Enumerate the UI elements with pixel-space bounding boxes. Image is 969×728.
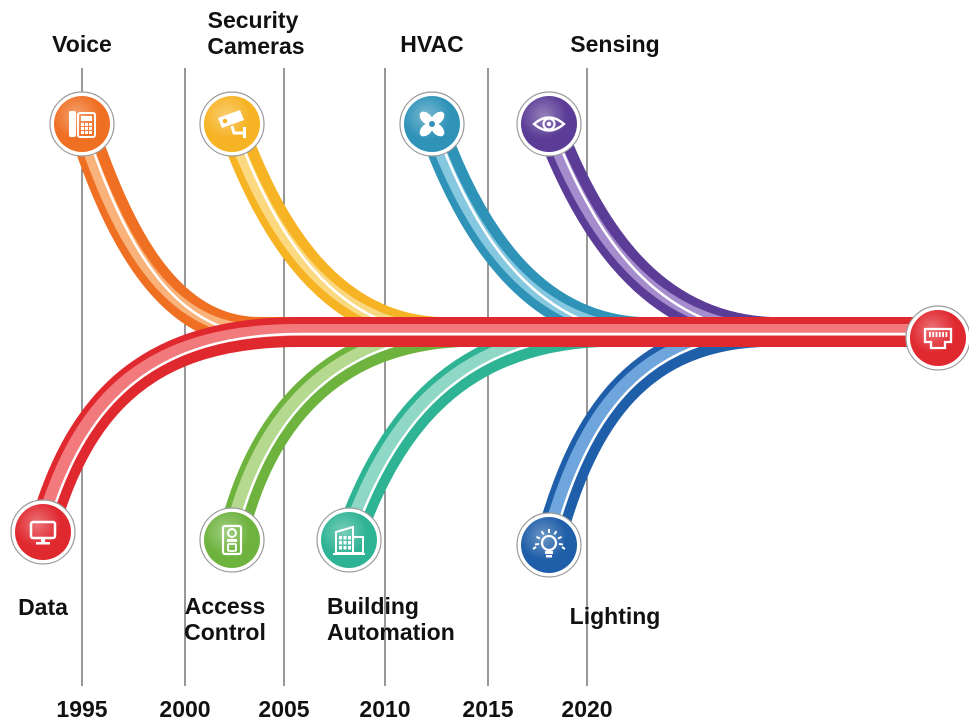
ethernet-port-icon bbox=[906, 306, 969, 370]
hvac-label: HVAC bbox=[400, 31, 463, 57]
data-label: Data bbox=[18, 594, 68, 620]
security-cameras-label-line-1: Security bbox=[208, 7, 299, 33]
camera-icon bbox=[200, 92, 264, 156]
year-label-2000: 2000 bbox=[159, 696, 210, 722]
year-label-1995: 1995 bbox=[56, 696, 107, 722]
building-icon bbox=[317, 508, 381, 572]
access-control-label-line-2: Control bbox=[184, 619, 266, 645]
year-label-2010: 2010 bbox=[359, 696, 410, 722]
building-automation-label-line-2: Automation bbox=[327, 619, 455, 645]
voice-label: Voice bbox=[52, 31, 112, 57]
lighting-ribbon bbox=[546, 330, 903, 547]
phone-icon bbox=[50, 92, 114, 156]
monitor-icon bbox=[11, 500, 75, 564]
year-label-2015: 2015 bbox=[462, 696, 513, 722]
lightbulb-icon bbox=[517, 513, 581, 577]
year-label-2020: 2020 bbox=[561, 696, 612, 722]
door-entry-icon bbox=[200, 508, 264, 572]
sensing-label: Sensing bbox=[570, 31, 659, 57]
year-axis: 1995 2000 2005 2010 2015 2020 bbox=[56, 696, 612, 722]
sensing-ribbon bbox=[546, 122, 903, 334]
building-automation-label-line-1: Building bbox=[327, 593, 419, 619]
lighting-label: Lighting bbox=[570, 603, 661, 629]
security-cameras-label-line-2: Cameras bbox=[207, 33, 304, 59]
year-label-2005: 2005 bbox=[258, 696, 309, 722]
fan-icon bbox=[400, 92, 464, 156]
access-control-label-line-1: Access bbox=[185, 593, 266, 619]
eye-icon bbox=[517, 92, 581, 156]
